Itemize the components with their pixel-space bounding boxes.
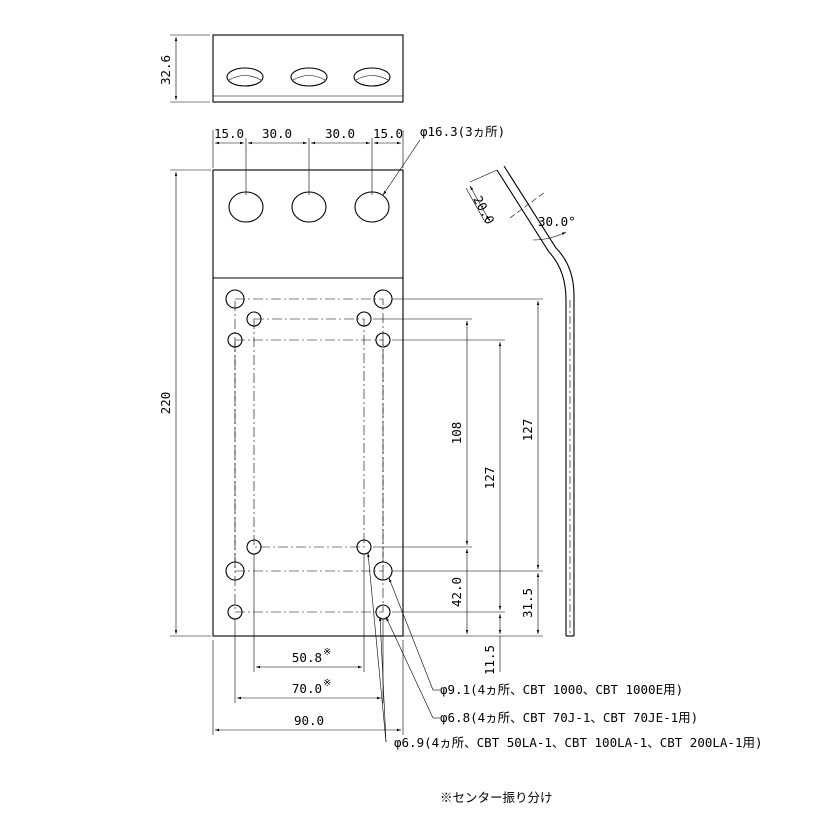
hole-6-9 <box>227 332 243 348</box>
mark-50-8: ※ <box>323 647 331 658</box>
large-hole-3 <box>354 191 390 223</box>
hole-notes: φ9.1(4ヵ所、CBT 1000、CBT 1000E用) φ6.8(4ヵ所、C… <box>367 552 763 750</box>
front-view-outline <box>212 169 404 637</box>
dim-angle-30: 30.0° <box>538 214 576 229</box>
large-hole-1 <box>228 191 264 223</box>
dim-50-8: 50.8 <box>292 650 322 665</box>
dim-31-5: 31.5 <box>520 588 535 618</box>
hole-6-8 <box>356 311 372 327</box>
dim-11-5: 11.5 <box>482 645 497 675</box>
dim-30-0-a: 30.0 <box>262 126 292 141</box>
dim-15-0-right: 15.0 <box>373 126 403 141</box>
note-hole-9-1: φ9.1(4ヵ所、CBT 1000、CBT 1000E用) <box>440 682 683 697</box>
dim-32-6: 32.6 <box>158 55 173 85</box>
footnote-center: ※センター振り分け <box>440 790 553 805</box>
large-hole-2 <box>291 191 327 223</box>
side-view: 20.0 30.0° <box>465 165 576 637</box>
hole-6-9 <box>375 332 391 348</box>
vertical-dims: 108 127 127 42.0 31.5 11.5 <box>373 298 543 675</box>
bottom-dims: 50.8 ※ 70.0 ※ 90.0 <box>212 554 404 735</box>
mark-70-0: ※ <box>323 678 331 689</box>
dim-127-outer: 127 <box>520 419 535 442</box>
hole-6-8 <box>246 311 262 327</box>
hole-9-1 <box>225 561 245 581</box>
front-view <box>212 169 404 637</box>
top-hole-2 <box>290 67 328 87</box>
dim-90-0: 90.0 <box>294 713 324 728</box>
spacing-dims: 15.0 30.0 30.0 15.0 φ16.3(3ヵ所) <box>212 124 505 196</box>
dim-15-0-left: 15.0 <box>214 126 244 141</box>
hole-9-1 <box>225 289 245 309</box>
note-hole-6-8: φ6.8(4ヵ所、CBT 70J-1、CBT 70JE-1用) <box>440 710 698 725</box>
dim-70-0: 70.0 <box>292 681 322 696</box>
label-hole-16-3: φ16.3(3ヵ所) <box>420 124 505 139</box>
dim-220: 220 <box>158 392 173 415</box>
top-view-outline <box>212 34 404 103</box>
top-view: 32.6 <box>158 34 404 103</box>
dim-108: 108 <box>449 422 464 445</box>
top-hole-1 <box>226 67 264 87</box>
dim-42-0: 42.0 <box>449 577 464 607</box>
height-dim: 220 <box>158 169 211 637</box>
dim-30-0-b: 30.0 <box>325 126 355 141</box>
dim-127-inner: 127 <box>482 467 497 490</box>
note-hole-6-9: φ6.9(4ヵ所、CBT 50LA-1、CBT 100LA-1、CBT 200L… <box>394 735 763 750</box>
dim-20-0: 20.0 <box>470 193 497 227</box>
top-hole-3 <box>353 67 391 87</box>
